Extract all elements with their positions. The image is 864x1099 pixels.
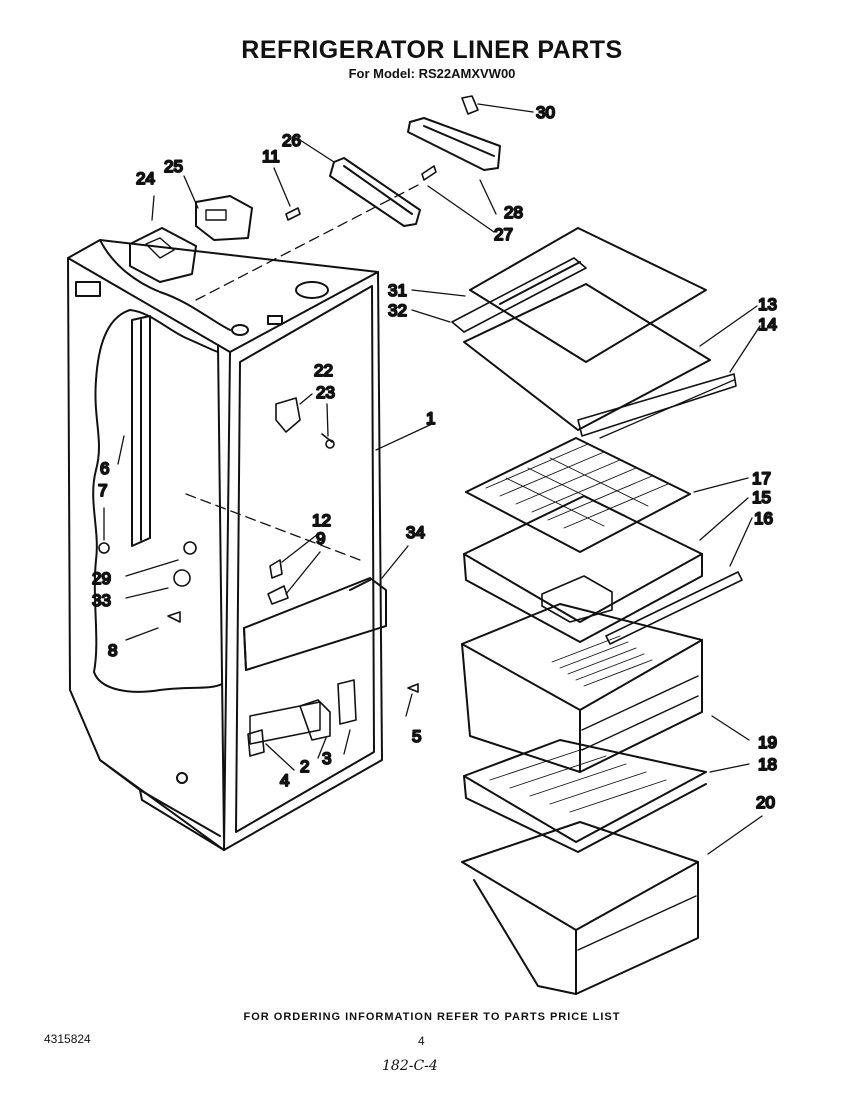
callout-17: 17 (752, 469, 771, 488)
callout-6: 6 (100, 459, 109, 478)
page-title: REFRIGERATOR LINER PARTS (241, 36, 623, 64)
callout-30: 30 (536, 103, 555, 122)
callout-19: 19 (758, 733, 777, 752)
leader-lines (103, 103, 763, 855)
callout-15: 15 (752, 488, 771, 507)
crisper-cover-bracket (329, 157, 421, 227)
callout-28: 28 (504, 203, 523, 222)
callout-33: 33 (92, 591, 111, 610)
callout-11: 11 (262, 147, 280, 166)
callout-13: 13 (758, 295, 777, 314)
meat-drawer (461, 821, 699, 995)
callout-25: 25 (164, 157, 183, 176)
glass-shelf-crisper (465, 437, 691, 553)
liner-hardware (98, 397, 335, 623)
refrigerator-liner-cabinet (67, 183, 421, 851)
page-number: 4 (418, 1034, 425, 1048)
callout-9: 9 (316, 529, 325, 548)
control-bracket-parts (247, 679, 419, 757)
callout-2: 2 (300, 757, 309, 776)
shelf-support-rail (131, 315, 151, 547)
shelf-bracket (407, 95, 501, 171)
callout-29: 29 (92, 569, 111, 588)
ordering-note: FOR ORDERING INFORMATION REFER TO PARTS … (243, 1011, 621, 1023)
callout-23: 23 (316, 383, 335, 402)
screw-11 (285, 207, 301, 221)
callout-4: 4 (280, 771, 289, 790)
handwritten-reference: 182-C-4 (382, 1058, 438, 1074)
callout-labels: 30 31 32 13 14 17 15 16 19 18 20 28 27 2… (91, 102, 778, 813)
callout-32: 32 (388, 301, 407, 320)
callout-34: 34 (406, 523, 425, 542)
callout-16: 16 (754, 509, 773, 528)
callout-8: 8 (108, 641, 117, 660)
callout-7: 7 (98, 481, 107, 500)
callout-3: 3 (322, 749, 331, 768)
document-number: 4315824 (44, 1032, 91, 1046)
callout-14: 14 (758, 315, 777, 334)
callout-26: 26 (282, 131, 301, 150)
callout-24: 24 (136, 169, 155, 188)
callout-31: 31 (388, 281, 407, 300)
crisper-cover (463, 739, 707, 853)
screw-27 (421, 165, 437, 181)
callout-1: 1 (426, 409, 435, 428)
callout-12: 12 (312, 511, 331, 530)
crisper-frame (463, 495, 743, 645)
callout-18: 18 (758, 755, 777, 774)
callout-27: 27 (494, 225, 513, 244)
glass-shelf-top (451, 227, 707, 363)
model-subtitle: For Model: RS22AMXVW00 (348, 66, 516, 81)
shelf-frame (463, 283, 737, 439)
callout-5: 5 (412, 727, 421, 746)
callout-22: 22 (314, 361, 333, 380)
callout-20: 20 (756, 793, 775, 812)
control-cover (195, 195, 253, 241)
control-housing (129, 227, 197, 283)
crisper-drawer (461, 603, 703, 773)
light-shield (243, 577, 387, 671)
